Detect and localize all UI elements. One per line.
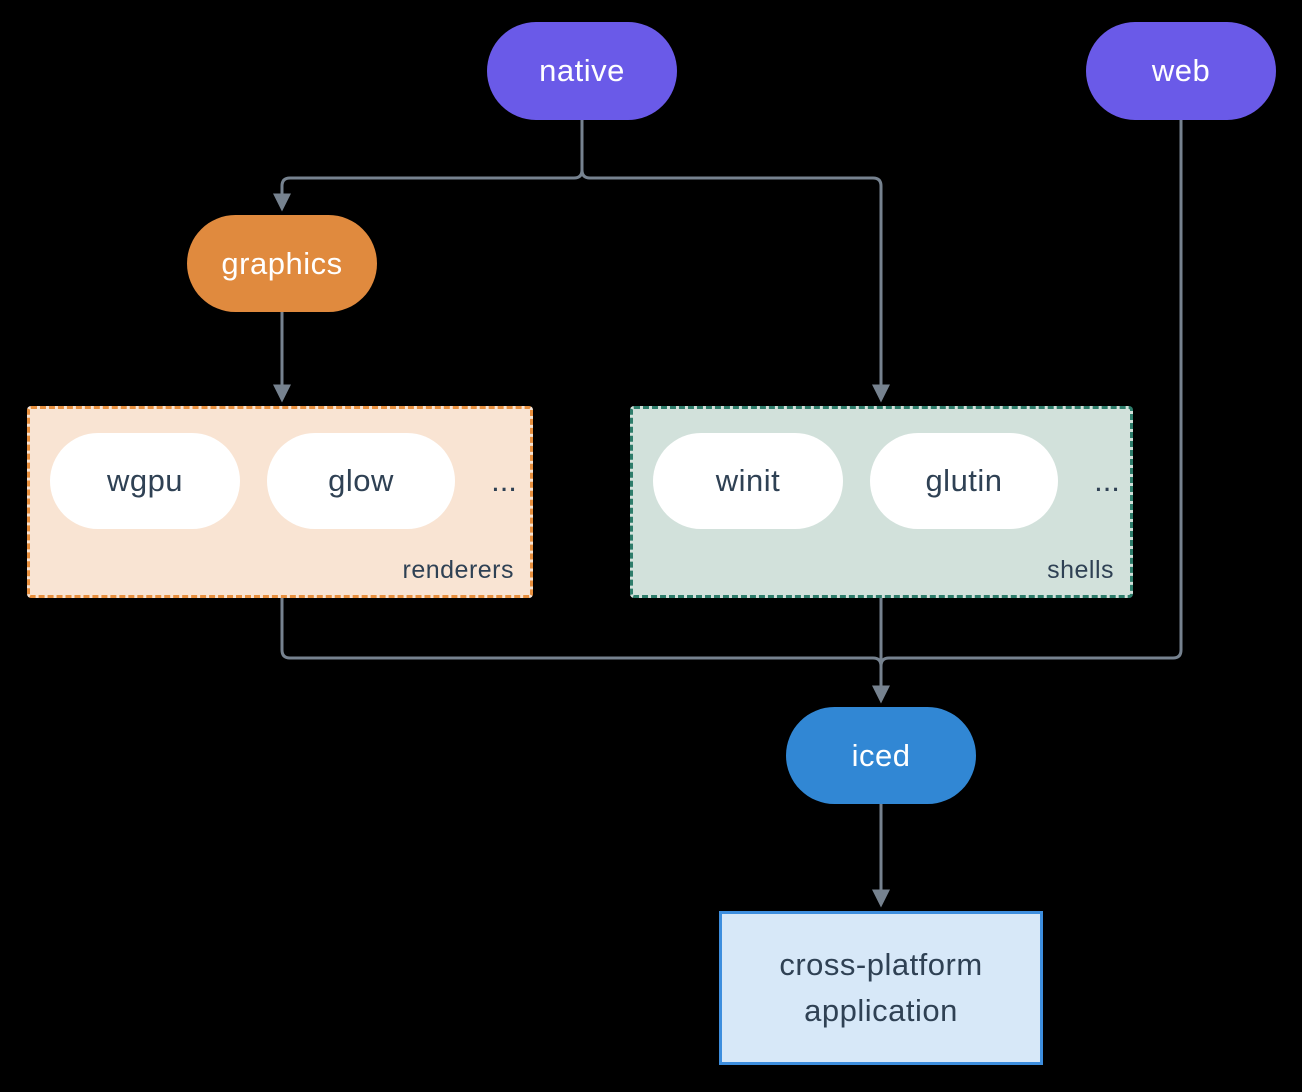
- shells-group-label: shells: [1047, 556, 1114, 584]
- node-native-pill: native: [487, 22, 677, 120]
- node-winit-pill: winit: [653, 433, 843, 529]
- node-glutin-pill: glutin: [870, 433, 1058, 529]
- app-box-label-line1: cross-platform: [779, 946, 983, 982]
- connector-renderers-to-iced: [280, 598, 883, 672]
- renderers-ellipsis: ...: [491, 463, 517, 498]
- group-shells: winit glutin ... shells: [630, 406, 1133, 598]
- node-iced-pill: iced: [786, 707, 976, 804]
- node-wgpu-label: wgpu: [106, 463, 184, 498]
- node-glow-pill: glow: [267, 433, 455, 529]
- node-graphics-pill: graphics: [187, 215, 377, 312]
- node-native-label: native: [539, 53, 625, 88]
- node-iced-label: iced: [851, 737, 911, 773]
- connector-native-to-shells: [580, 120, 890, 403]
- group-renderers: wgpu glow ... renderers: [27, 406, 533, 598]
- node-graphics-label: graphics: [221, 245, 343, 281]
- node-glow-label: glow: [328, 463, 394, 498]
- app-box: cross-platform application: [719, 911, 1043, 1065]
- node-glutin-label: glutin: [925, 463, 1003, 498]
- node-web-label: web: [1151, 53, 1211, 88]
- shells-ellipsis: ...: [1094, 463, 1120, 498]
- renderers-group-label: renderers: [402, 556, 514, 584]
- connector-native-to-graphics: [273, 120, 584, 212]
- node-wgpu-pill: wgpu: [50, 433, 240, 529]
- node-winit-label: winit: [715, 463, 781, 498]
- app-box-label-line2: application: [804, 993, 958, 1028]
- node-web-pill: web: [1086, 22, 1276, 120]
